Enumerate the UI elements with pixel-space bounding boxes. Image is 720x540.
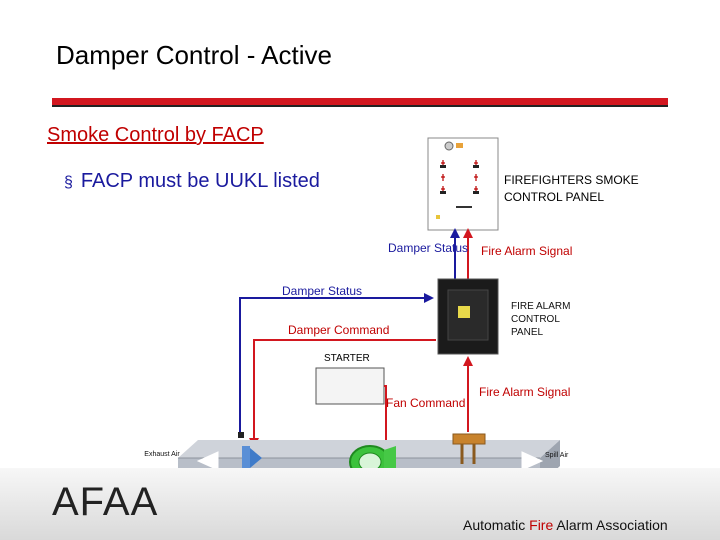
facp-label: FIRE ALARM CONTROL PANEL bbox=[511, 301, 571, 338]
fire-alarm-signal-label-top: Fire Alarm Signal bbox=[481, 244, 573, 258]
damper-status-line bbox=[239, 297, 428, 432]
firefighters-panel-label: FIREFIGHTERS SMOKE CONTROL PANEL bbox=[504, 173, 639, 204]
fire-alarm-signal-label-bottom: Fire Alarm Signal bbox=[479, 385, 571, 399]
fire-alarm-control-panel bbox=[437, 278, 499, 355]
slide-subtitle: Smoke Control by FACP bbox=[47, 124, 264, 146]
fire-alarm-input-device bbox=[452, 433, 486, 464]
arrow-up-red-bottom bbox=[463, 356, 473, 366]
association-fire: Fire bbox=[529, 517, 554, 533]
damper-command-label: Damper Command bbox=[288, 323, 390, 337]
association-suffix: Alarm Association bbox=[553, 517, 668, 533]
fan-command-label: Fan Command bbox=[386, 396, 466, 410]
arrow-up-red bbox=[463, 228, 473, 238]
damper-status-label: Damper Status bbox=[282, 284, 363, 298]
damper-status-label-top: Damper Status bbox=[388, 241, 469, 255]
bullet-mark: § bbox=[64, 174, 73, 191]
spill-air-arrow bbox=[521, 451, 544, 471]
exhaust-air-arrow bbox=[196, 451, 219, 471]
afaa-logo: AFAA bbox=[52, 480, 159, 524]
slide-title: Damper Control - Active bbox=[56, 40, 332, 70]
damper-command-line bbox=[253, 339, 436, 442]
bullet-text: FACP must be UUKL listed bbox=[80, 170, 320, 192]
fan-command-line bbox=[384, 385, 387, 458]
arrow-up-blue bbox=[450, 228, 460, 238]
title-rule bbox=[52, 98, 668, 107]
firefighters-panel bbox=[427, 137, 499, 231]
association-prefix: Automatic bbox=[463, 517, 530, 533]
starter-box bbox=[315, 367, 385, 405]
footer-band bbox=[0, 468, 720, 540]
association-name: Automatic Fire Alarm Association bbox=[463, 517, 668, 533]
arrow-right-blue bbox=[424, 293, 434, 303]
exhaust-air-label: Exhaust Air bbox=[144, 451, 180, 458]
bullet-item: § FACP must be UUKL listed bbox=[64, 170, 320, 193]
spill-air-label: Spill Air bbox=[545, 452, 569, 459]
starter-label: STARTER bbox=[324, 353, 370, 364]
